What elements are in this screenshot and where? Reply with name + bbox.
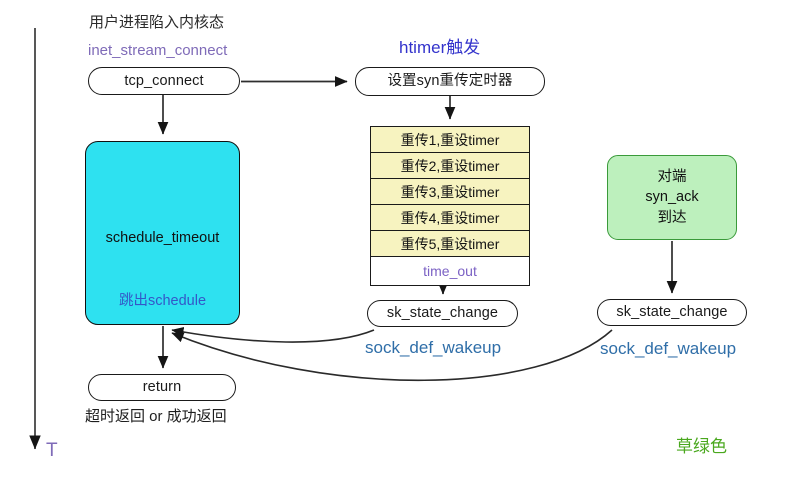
node-return[interactable]: return xyxy=(88,374,236,401)
htimer-trigger-label: htimer触发 xyxy=(399,38,481,57)
retransmit-table: 重传1,重设timer 重传2,重设timer 重传3,重设timer 重传4,… xyxy=(370,126,530,286)
schedule-timeout-title: schedule_timeout xyxy=(105,230,220,246)
time-axis-label: T xyxy=(46,440,58,461)
return-note-label: 超时返回 or 成功返回 xyxy=(85,408,227,425)
node-tcp-connect[interactable]: tcp_connect xyxy=(88,67,240,95)
peer-synack-line-2: syn_ack xyxy=(645,189,699,206)
inet-stream-connect-label: inet_stream_connect xyxy=(88,42,228,59)
node-set-syn-retransmit-timer[interactable]: 设置syn重传定时器 xyxy=(355,67,545,96)
table-row: 重传1,重设timer xyxy=(371,127,529,153)
table-row: 重传4,重设timer xyxy=(371,205,529,231)
table-row: 重传3,重设timer xyxy=(371,179,529,205)
green-color-legend: 草绿色 xyxy=(676,437,727,456)
table-row: 重传5,重设timer xyxy=(371,231,529,257)
node-sk-state-change-left[interactable]: sk_state_change xyxy=(367,300,518,327)
table-row: 重传2,重设timer xyxy=(371,153,529,179)
node-schedule-timeout[interactable]: schedule_timeout 跳出schedule xyxy=(85,141,240,325)
peer-synack-line-1: 对端 xyxy=(657,168,687,185)
peer-synack-line-3: 到达 xyxy=(657,209,687,226)
jump-out-schedule-label: 跳出schedule xyxy=(118,293,207,310)
node-peer-syn-ack-arrival[interactable]: 对端 syn_ack 到达 xyxy=(607,155,737,240)
table-row-timeout: time_out xyxy=(371,257,529,285)
edge-wakeup-left-curve xyxy=(171,326,375,343)
sock-def-wakeup-label-right: sock_def_wakeup xyxy=(600,339,737,358)
node-sk-state-change-right[interactable]: sk_state_change xyxy=(597,299,747,326)
sock-def-wakeup-label-left: sock_def_wakeup xyxy=(365,338,502,357)
kernel-entry-note: 用户进程陷入内核态 xyxy=(89,14,225,31)
